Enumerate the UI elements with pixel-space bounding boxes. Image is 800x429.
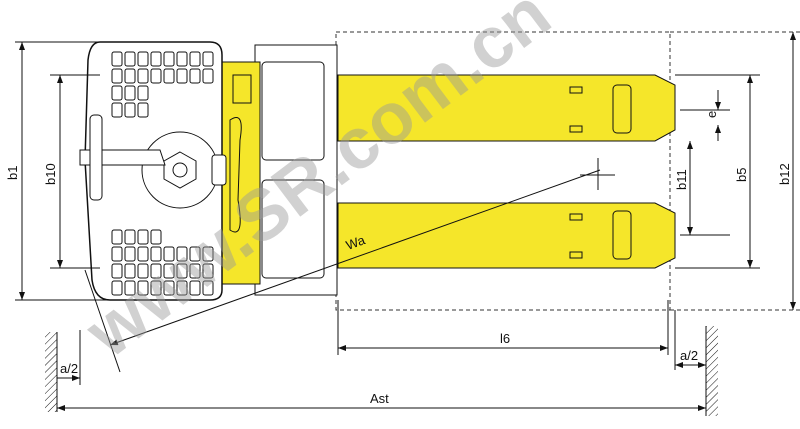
battery-compartment [254,44,338,296]
floor-grid-cell [111,246,123,262]
floor-grid-cell [202,51,214,67]
floor-grid-cell [202,246,214,262]
floor-grid-cell [150,68,162,84]
label-a2-left: a/2 [60,361,78,376]
floor-grid-cell [176,280,188,296]
dimension-l6: l6 [337,300,669,355]
floor-grid-cell [176,51,188,67]
floor-grid-cell [137,280,149,296]
label-e: e [704,111,719,118]
floor-grid-cell [150,229,162,245]
label-b11: b11 [674,169,689,190]
floor-grid-cell [189,51,201,67]
floor-grid-cell [124,51,136,67]
floor-grid-cell [111,68,123,84]
floor-grid-cell [150,280,162,296]
chassis [79,41,227,301]
floor-grid-cell [137,102,149,118]
floor-grid-cell [150,51,162,67]
floor-grid-cell [124,68,136,84]
floor-grid-cell [189,280,201,296]
floor-grid-cell [111,51,123,67]
dimension-b5: b5 [675,74,760,269]
dimension-a2-left: a/2 [57,330,81,385]
floor-grid-cell [163,68,175,84]
yellow-plate [221,61,261,285]
floor-grid-cell [137,51,149,67]
label-b1: b1 [5,166,20,180]
dimension-e: e [680,90,730,141]
floor-grid-cell [202,280,214,296]
label-b10: b10 [43,163,58,185]
floor-grid-cell [137,68,149,84]
floor-grid-cell [163,51,175,67]
floor-grid-cell [150,246,162,262]
wall-right [705,326,718,416]
floor-grid-cell [137,229,149,245]
floor-grid-cell [202,263,214,279]
floor-grid-cell [124,246,136,262]
dimension-a2-right: a/2 [674,310,706,370]
label-wa: Wa [344,232,368,253]
fork-top [337,74,676,142]
label-a2-right: a/2 [680,348,698,363]
dimension-b12: b12 [777,32,796,310]
dimension-ast: Ast [57,391,706,411]
floor-grid-cell [124,102,136,118]
floor-grid-cell [111,263,123,279]
floor-grid-cell [189,246,201,262]
floor-grid-cell [189,68,201,84]
label-b12: b12 [777,163,792,185]
floor-grid-cell [111,102,123,118]
floor-grid-cell [137,263,149,279]
floor-grid-cell [137,85,149,101]
floor-grid-cell [111,229,123,245]
floor-grid-cell [150,263,162,279]
floor-grid-cell [111,280,123,296]
floor-grid-cell [124,85,136,101]
dimension-b1: b1 [5,41,110,301]
fork-bottom [337,202,676,269]
floor-grid-cell [163,246,175,262]
dimension-wa: Wa [84,158,615,373]
label-b5: b5 [734,168,749,182]
floor-grid-cell [163,280,175,296]
floor-grid-cell [176,246,188,262]
floor-grid-cell [111,85,123,101]
dimension-b10: b10 [43,74,100,269]
label-ast: Ast [370,391,389,406]
floor-grid-cell [189,263,201,279]
floor-grid-cell [163,263,175,279]
floor-grid-cell [124,280,136,296]
floor-grid-cell [124,229,136,245]
wall-left [45,332,58,412]
floor-grid-cell [137,246,149,262]
floor-grid-cell [176,68,188,84]
floor-grid-cell [202,68,214,84]
label-l6: l6 [500,331,510,346]
floor-grid-cell [124,263,136,279]
dimension-b11: b11 [674,141,730,236]
floor-grid-cell [176,263,188,279]
